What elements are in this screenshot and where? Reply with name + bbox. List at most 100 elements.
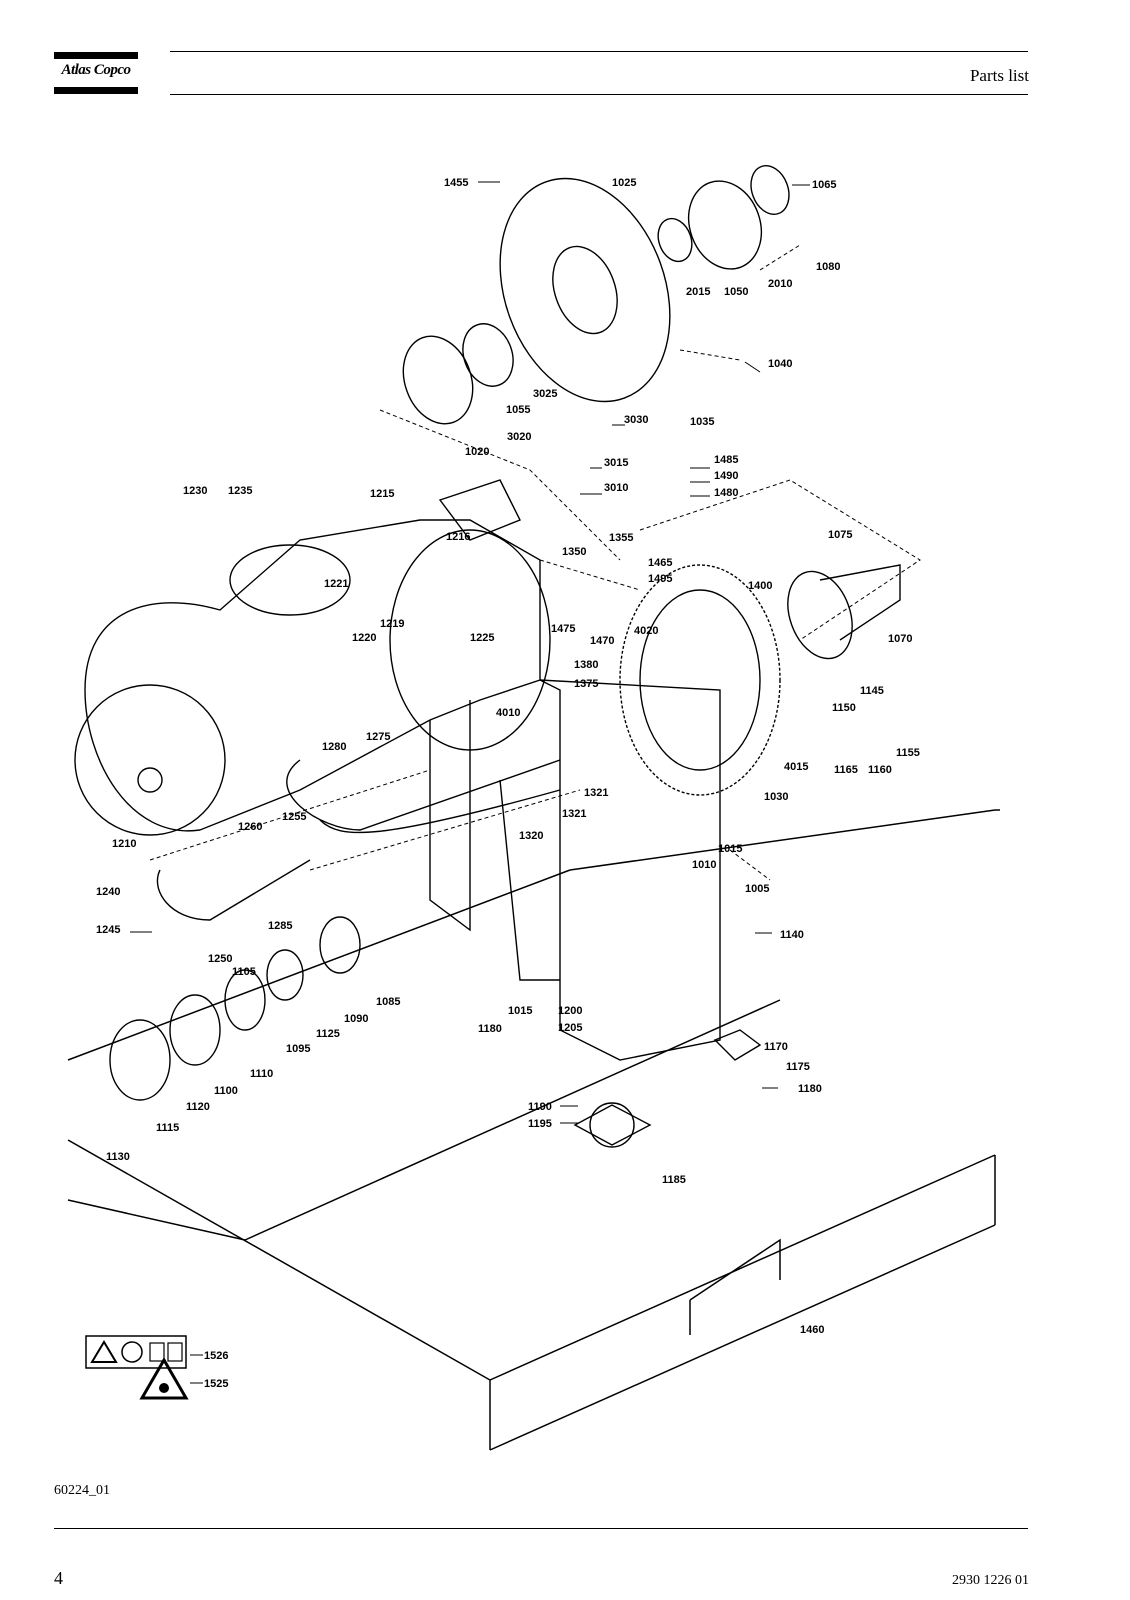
logo-bar-top <box>54 52 138 59</box>
part-callout-1175: 1175 <box>786 1061 810 1073</box>
part-callout-1180: 1180 <box>798 1083 822 1095</box>
part-callout-1255: 1255 <box>282 811 306 823</box>
warning-triangle-icon <box>90 1340 118 1363</box>
part-callout-1525: 1525 <box>204 1378 228 1390</box>
part-callout-1115: 1115 <box>156 1122 179 1134</box>
base-frame <box>67 809 1000 1451</box>
leader-lines <box>130 181 810 1384</box>
part-callout-1320: 1320 <box>519 830 543 842</box>
part-callout-1070: 1070 <box>888 633 912 645</box>
part-callout-1190: 1190 <box>528 1101 552 1113</box>
part-callout-1030: 1030 <box>764 791 788 803</box>
part-callout-1526: 1526 <box>204 1350 228 1362</box>
part-callout-1020: 1020 <box>465 446 489 458</box>
warning-symbol-icon <box>159 1383 169 1393</box>
part-callout-1375: 1375 <box>574 678 598 690</box>
part-callout-1095: 1095 <box>286 1043 310 1055</box>
decal-1526 <box>85 1335 187 1369</box>
part-callout-3025: 3025 <box>533 388 557 400</box>
part-callout-1205: 1205 <box>558 1022 582 1034</box>
part-callout-1321: 1321 <box>562 808 586 820</box>
assembly-lines <box>149 244 921 881</box>
part-callout-1035: 1035 <box>690 416 714 428</box>
part-callout-1155: 1155 <box>896 747 920 759</box>
part-callout-1240: 1240 <box>96 886 120 898</box>
part-callout-3010: 3010 <box>604 482 628 494</box>
part-callout-1160: 1160 <box>868 764 892 776</box>
part-callout-1165: 1165 <box>834 764 858 776</box>
manual-icon <box>167 1342 183 1362</box>
part-callout-1245: 1245 <box>96 924 120 936</box>
part-callout-3030: 3030 <box>624 414 648 426</box>
part-callout-1490: 1490 <box>714 470 738 482</box>
prohibition-icon <box>121 1341 143 1363</box>
header-rule-bottom <box>170 94 1028 95</box>
part-callout-4020: 4020 <box>634 625 658 637</box>
part-callout-1480: 1480 <box>714 487 738 499</box>
part-callout-1145: 1145 <box>860 685 884 697</box>
part-callout-1475: 1475 <box>551 623 575 635</box>
part-callout-1015: 1015 <box>718 843 742 855</box>
part-callout-1090: 1090 <box>344 1013 368 1025</box>
part-callout-1080: 1080 <box>816 261 840 273</box>
page-title: Parts list <box>969 66 1029 85</box>
part-callout-1125: 1125 <box>316 1028 340 1040</box>
part-callout-1465: 1465 <box>648 557 672 569</box>
compressor-housing <box>74 479 781 1061</box>
part-callout-1260: 1260 <box>238 821 262 833</box>
manual-icon <box>149 1342 165 1362</box>
part-callout-1065: 1065 <box>812 179 836 191</box>
part-callout-1220: 1220 <box>352 632 376 644</box>
part-callout-1210: 1210 <box>112 838 136 850</box>
atlas-copco-logo: Atlas Copco <box>54 52 138 94</box>
figure-code: 60224_01 <box>54 1483 110 1498</box>
part-callout-1120: 1120 <box>186 1101 210 1113</box>
part-callout-1170: 1170 <box>764 1041 788 1053</box>
part-callout-3020: 3020 <box>507 431 531 443</box>
part-callout-1216: 1216 <box>446 531 470 543</box>
part-callout-1025: 1025 <box>612 177 636 189</box>
header-rule-top <box>170 51 1028 52</box>
part-callout-1055: 1055 <box>506 404 530 416</box>
part-callout-1050: 1050 <box>724 286 748 298</box>
part-callout-1105: 1105 <box>232 966 256 978</box>
drive-shaft <box>109 564 901 1148</box>
part-callout-1185: 1185 <box>662 1174 686 1186</box>
footer-rule <box>54 1528 1028 1529</box>
part-callout-1495: 1495 <box>648 573 672 585</box>
part-callout-1280: 1280 <box>322 741 346 753</box>
part-callout-1219: 1219 <box>380 618 404 630</box>
warning-decals <box>85 1335 189 1400</box>
part-callout-1350: 1350 <box>562 546 586 558</box>
end-cover <box>402 165 790 425</box>
part-callout-1400: 1400 <box>748 580 772 592</box>
logo-bar-bottom <box>54 87 138 94</box>
part-callout-4015: 4015 <box>784 761 808 773</box>
part-callout-1040: 1040 <box>768 358 792 370</box>
part-callout-1230: 1230 <box>183 485 207 497</box>
part-callout-1235: 1235 <box>228 485 252 497</box>
part-callout-1015: 1015 <box>508 1005 532 1017</box>
part-callout-1321: 1321 <box>584 787 608 799</box>
document-number: 2930 1226 01 <box>952 1573 1029 1588</box>
part-callout-1010: 1010 <box>692 859 716 871</box>
part-callout-4010: 4010 <box>496 707 520 719</box>
part-callout-1355: 1355 <box>609 532 633 544</box>
part-callout-1075: 1075 <box>828 529 852 541</box>
part-callout-2010: 2010 <box>768 278 792 290</box>
part-callout-1225: 1225 <box>470 632 494 644</box>
part-callout-1460: 1460 <box>800 1324 824 1336</box>
part-callout-1200: 1200 <box>558 1005 582 1017</box>
part-callout-1215: 1215 <box>370 488 394 500</box>
part-callout-1470: 1470 <box>590 635 614 647</box>
part-callout-1485: 1485 <box>714 454 738 466</box>
part-callout-1180: 1180 <box>478 1023 502 1035</box>
part-callout-1140: 1140 <box>780 929 804 941</box>
part-callout-1455: 1455 <box>444 177 468 189</box>
warning-triangle-icon <box>139 1357 189 1400</box>
part-callout-1275: 1275 <box>366 731 390 743</box>
page-number: 4 <box>54 1568 63 1588</box>
part-callout-1285: 1285 <box>268 920 292 932</box>
part-callout-1150: 1150 <box>832 702 856 714</box>
